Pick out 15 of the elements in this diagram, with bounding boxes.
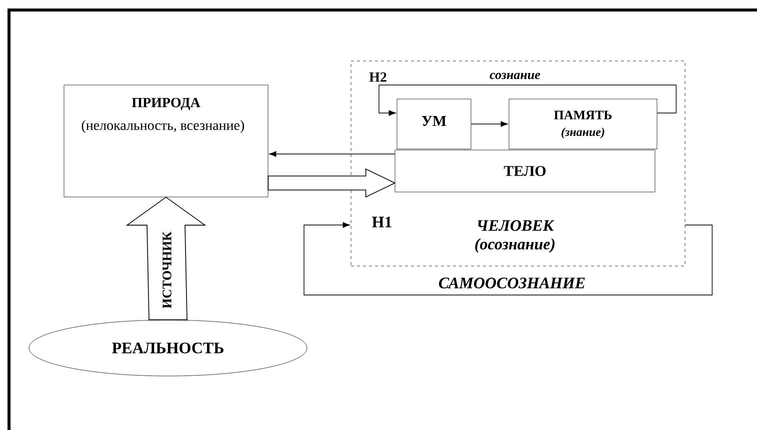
process-box: УМ xyxy=(396,98,472,150)
process-box: ТЕЛО xyxy=(394,150,656,192)
process-box: ПРИРОДА (нелокальность, всезнание) xyxy=(64,84,268,198)
arrow xyxy=(470,121,508,127)
edge-label: САМООСОЗНАНИЕ xyxy=(437,276,587,290)
arrow xyxy=(378,84,677,116)
edge-label: ИСТОЧНИК xyxy=(162,230,172,310)
region-label: Н1 xyxy=(372,216,392,228)
edge-label: сознание xyxy=(488,72,542,80)
process-box: ПАМЯТЬ (знание) xyxy=(508,98,658,150)
block-arrow xyxy=(268,168,396,198)
region-label: Н2 xyxy=(369,72,386,82)
ellipse-node: РЕАЛЬНОСТЬ xyxy=(28,320,308,376)
arrow xyxy=(269,151,396,157)
arrow xyxy=(304,222,713,296)
